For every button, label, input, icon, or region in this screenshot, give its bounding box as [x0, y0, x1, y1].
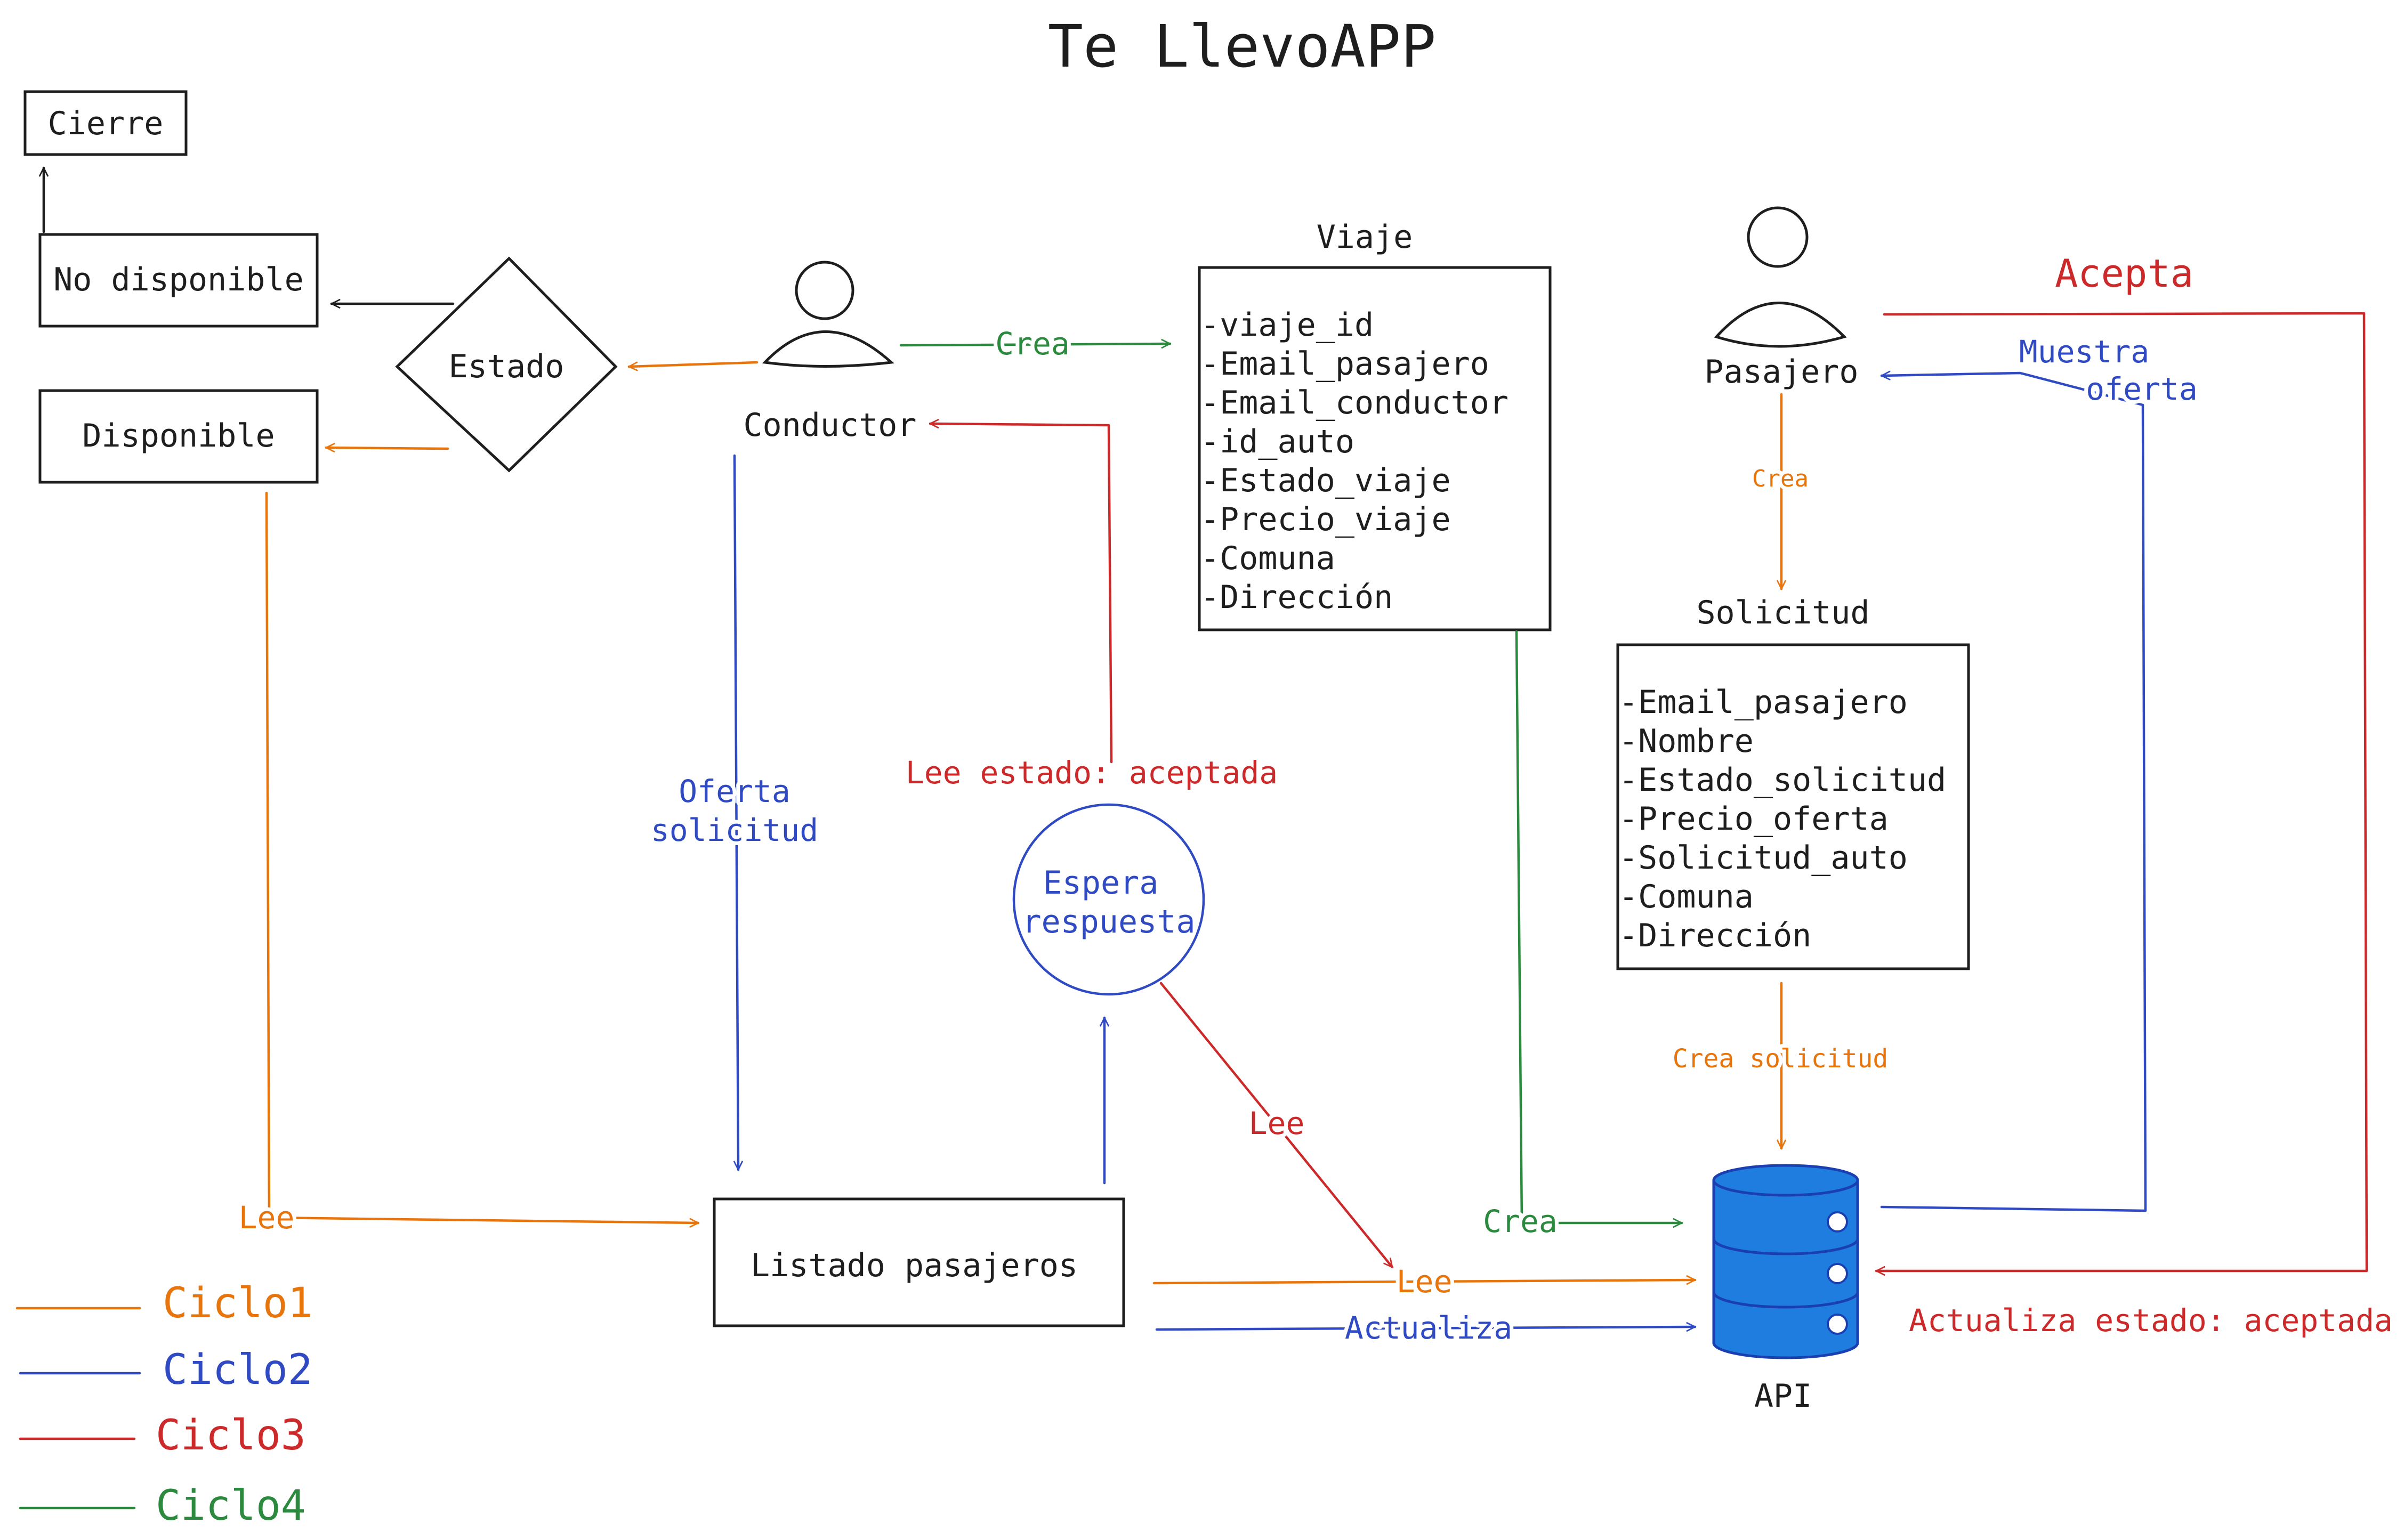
- arrow-listado-api-actualiza: [1155, 1327, 1697, 1330]
- cierre-box: [23, 90, 188, 156]
- viaje-field: -Precio_viaje: [1200, 501, 1451, 538]
- solicitud-field: -Nombre: [1619, 723, 1754, 760]
- disponible-box: [38, 389, 319, 484]
- person-icon: [1714, 206, 1847, 348]
- conductor-label: Conductor: [743, 407, 916, 444]
- pasajero-label: Pasajero: [1705, 353, 1859, 391]
- label-lee-espera: Lee: [1249, 1105, 1305, 1141]
- api-label: API: [1754, 1377, 1812, 1415]
- solicitud-title: Solicitud: [1696, 594, 1869, 631]
- viaje-field: -Email_conductor: [1200, 384, 1508, 422]
- arrow-pasajero-api-acepta: [1875, 312, 2368, 1271]
- solicitud-field: -Comuna: [1619, 878, 1754, 915]
- label-muestra: Muestra: [2019, 334, 2149, 370]
- legend-label-ciclo3: Ciclo3: [156, 1412, 306, 1460]
- legend-label-ciclo1: Ciclo1: [163, 1279, 313, 1327]
- arrow-espera-api-lee: [1159, 982, 1394, 1267]
- solicitud-field: -Email_pasajero: [1619, 684, 1908, 721]
- label-actualiza: Actualiza: [1345, 1310, 1512, 1346]
- label-oferta-line1: Oferta: [679, 773, 790, 809]
- espera-respuesta-circle: [1012, 803, 1205, 996]
- label-actualiza-estado-aceptada: Actualiza estado: aceptada: [1909, 1302, 2393, 1339]
- viaje-field: -viaje_id: [1200, 306, 1374, 344]
- legend-label-ciclo2: Ciclo2: [163, 1346, 313, 1394]
- espera-label-line2: respuesta: [1022, 903, 1195, 941]
- arrow-listado-api-lee: [1152, 1280, 1697, 1283]
- solicitud-field: -Solicitud_auto: [1619, 839, 1908, 877]
- estado-diamond: [395, 256, 618, 473]
- viaje-title: Viaje: [1317, 218, 1413, 256]
- arrow-api-pasajero: [1880, 373, 2147, 1212]
- arrow-conductor-estado: [627, 361, 759, 367]
- arrow-estado-disponible: [325, 448, 449, 449]
- label-crea-pasajero: Crea: [1752, 465, 1809, 492]
- solicitud-fields: -Email_pasajero -Nombre -Estado_solicitu…: [1619, 684, 1946, 954]
- arrow-conductor-listado: [733, 454, 738, 1171]
- no-disponible-label: No disponible: [53, 261, 304, 298]
- label-acepta: Acepta: [2055, 251, 2193, 296]
- person-icon: [762, 261, 894, 368]
- solicitud-field: -Precio_oferta: [1619, 800, 1889, 838]
- viaje-fields: -viaje_id -Email_pasajero -Email_conduct…: [1200, 306, 1508, 616]
- label-oferta: oferta: [2086, 371, 2198, 407]
- viaje-field: -Email_pasajero: [1200, 345, 1489, 383]
- legend: Ciclo1 Ciclo2 Ciclo3 Ciclo4: [15, 1279, 313, 1530]
- no-disponible-box: [38, 233, 319, 328]
- database-icon: [1712, 1164, 1859, 1359]
- listado-pasajeros-label: Listado pasajeros: [751, 1247, 1078, 1284]
- espera-label-line1: Espera: [1043, 864, 1159, 902]
- viaje-field: -id_auto: [1200, 423, 1354, 460]
- viaje-field: -Comuna: [1200, 540, 1335, 577]
- arrow-viaje-api: [1515, 630, 1683, 1223]
- arrow-disponible-listado: [265, 491, 700, 1223]
- label-crea-api: Crea: [1483, 1203, 1558, 1239]
- label-crea-viaje: Crea: [995, 326, 1070, 362]
- label-crea-solicitud: Crea solicitud: [1673, 1044, 1889, 1074]
- arrow-espera-conductor: [929, 424, 1113, 764]
- legend-label-ciclo4: Ciclo4: [156, 1482, 306, 1530]
- arrow-conductor-viaje: [899, 344, 1172, 345]
- viaje-table: [1198, 266, 1552, 631]
- cierre-label: Cierre: [48, 105, 164, 142]
- label-lee-api: Lee: [1397, 1263, 1453, 1300]
- label-lee-left: Lee: [239, 1199, 295, 1236]
- disponible-label: Disponible: [82, 417, 275, 455]
- solicitud-table: [1616, 643, 1970, 970]
- label-lee-estado-aceptada: Lee estado: aceptada: [906, 755, 1278, 791]
- solicitud-field: -Estado_solicitud: [1619, 761, 1946, 799]
- listado-pasajeros-box: [713, 1197, 1125, 1327]
- estado-label: Estado: [449, 348, 564, 385]
- viaje-field: -Estado_viaje: [1200, 462, 1451, 499]
- page-title: Te LlevoAPP: [1048, 12, 1436, 80]
- label-oferta-line2: solicitud: [651, 812, 818, 848]
- solicitud-field: -Dirección: [1619, 917, 1811, 954]
- viaje-field: -Dirección: [1200, 579, 1393, 616]
